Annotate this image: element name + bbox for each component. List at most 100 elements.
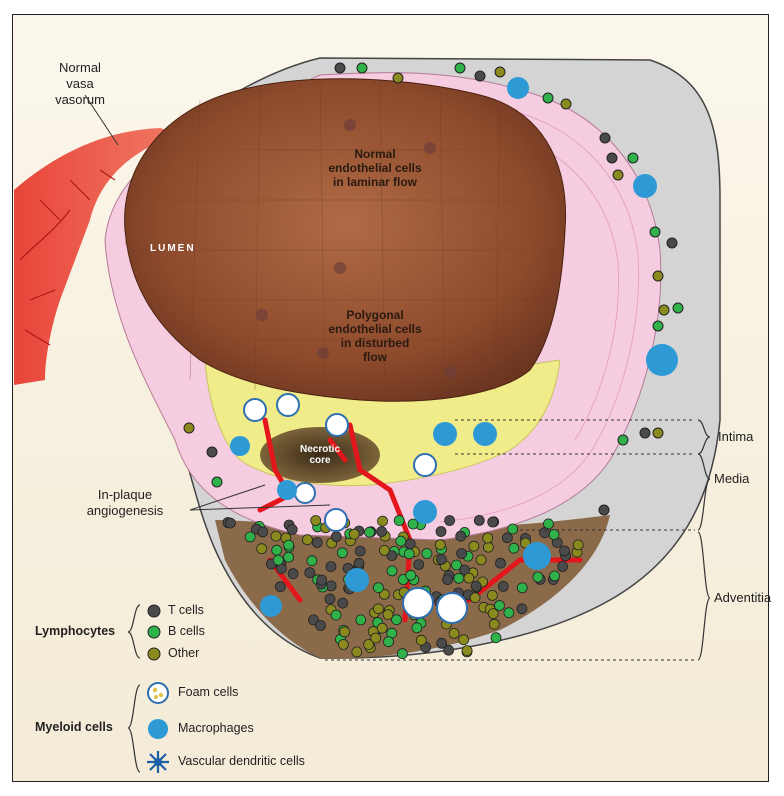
- lymphocyte-dot: [406, 570, 416, 580]
- label-line: Polygonal: [310, 308, 440, 322]
- lymphocyte-dot: [356, 615, 366, 625]
- lymphocyte-dot: [378, 516, 388, 526]
- lymphocyte-dot: [365, 527, 375, 537]
- label-line: Normal: [300, 147, 450, 161]
- lymphocyte-dot: [387, 566, 397, 576]
- lymphocyte-dot: [273, 555, 283, 565]
- lymphocyte-dot: [508, 524, 518, 534]
- lymphocyte-dot: [373, 604, 383, 614]
- lymphocyte-dot: [355, 546, 365, 556]
- lymphocyte-dot: [454, 573, 464, 583]
- lymphocyte-dot: [245, 532, 255, 542]
- in-plaque-angiogenesis-label: In-plaque angiogenesis: [70, 487, 180, 519]
- lymphocyte-dot: [337, 548, 347, 558]
- lymphocyte-dot: [354, 558, 364, 568]
- lymphocyte-dot: [412, 623, 422, 633]
- lymphocyte-dot: [404, 549, 414, 559]
- lymphocyte-dot: [331, 610, 341, 620]
- lymphocyte-dot: [483, 542, 493, 552]
- legend-other: Other: [168, 646, 199, 660]
- lymphocyte-dot: [326, 562, 336, 572]
- lymphocyte-dot: [549, 530, 559, 540]
- lymphocyte-dot: [312, 538, 322, 548]
- label-line: Necrotic: [288, 444, 352, 455]
- lymphocyte-dot: [496, 558, 506, 568]
- label-line: endothelial cells: [300, 161, 450, 175]
- lymphocyte-dot: [397, 649, 407, 659]
- lymphocyte-dot: [384, 637, 394, 647]
- lymphocyte-dot: [272, 545, 282, 555]
- lymphocyte-dot: [396, 536, 406, 546]
- lymphocyte-dot: [509, 543, 519, 553]
- lymphocyte-dot: [377, 623, 387, 633]
- lymphocyte-dot: [474, 515, 484, 525]
- lymphocyte-dot: [437, 638, 447, 648]
- lymphocyte-dot: [504, 608, 514, 618]
- label-line: endothelial cells: [310, 322, 440, 336]
- lymphocyte-dot: [558, 562, 568, 572]
- lymphocyte-dot: [414, 560, 424, 570]
- lymphocyte-dot: [488, 609, 498, 619]
- lymphocyte-dot: [288, 569, 298, 579]
- lymphocyte-dot: [464, 573, 474, 583]
- layer-label-intima: Intima: [718, 429, 753, 445]
- lymphocyte-dot: [469, 541, 479, 551]
- normal-vasa-vasorum-label: Normal vasa vasorum: [40, 60, 120, 108]
- lymphocyte-dot: [349, 529, 359, 539]
- b-cell-icon: [148, 626, 160, 638]
- normal-endothelial-label: Normal endothelial cells in laminar flow: [300, 147, 450, 189]
- macrophage-icon: [148, 719, 168, 739]
- lymphocyte-dot: [377, 527, 387, 537]
- lymphocyte-dot: [416, 635, 426, 645]
- label-line: in disturbed: [310, 336, 440, 350]
- lymphocyte-dot: [533, 572, 543, 582]
- label-line: in laminar flow: [300, 175, 450, 189]
- layer-label-media: Media: [714, 471, 749, 487]
- lymphocyte-dot: [258, 527, 268, 537]
- lymphocyte-dot: [340, 627, 350, 637]
- legend-b-cells: B cells: [168, 624, 205, 638]
- label-line: Normal: [40, 60, 120, 76]
- lymphocyte-dot: [379, 545, 389, 555]
- t-cell-icon: [148, 605, 160, 617]
- legend-lymphocytes-title: Lymphocytes: [35, 624, 115, 638]
- lymphocyte-dot: [476, 555, 486, 565]
- lymphocyte-dot: [305, 568, 315, 578]
- lymphocyte-dot: [517, 583, 527, 593]
- lymphocyte-dot: [302, 535, 312, 545]
- lymphocyte-dot: [470, 593, 480, 603]
- lymphocyte-dot: [316, 621, 326, 631]
- lymphocyte-dot: [325, 594, 335, 604]
- lymphocyte-dot: [338, 640, 348, 650]
- lymphocyte-dot: [540, 528, 550, 538]
- label-line: vasorum: [40, 92, 120, 108]
- lymphocyte-dot: [422, 549, 432, 559]
- lymphocyte-dot: [352, 647, 362, 657]
- lymphocyte-dot: [436, 527, 446, 537]
- legend-macrophages: Macrophages: [178, 721, 254, 735]
- lymphocyte-dot: [502, 533, 512, 543]
- legend-foam-cells: Foam cells: [178, 685, 238, 699]
- label-line: vasa: [40, 76, 120, 92]
- legend-icons: [147, 605, 169, 773]
- lymphocyte-dot: [271, 531, 281, 541]
- lymphocyte-dot: [462, 646, 472, 656]
- lymphocyte-dot: [311, 516, 321, 526]
- lymphocyte-dot: [373, 583, 383, 593]
- lymphocyte-dot: [489, 619, 499, 629]
- lymphocyte-dot: [517, 604, 527, 614]
- lymphocyte-dot: [491, 633, 501, 643]
- lymphocyte-dot: [371, 633, 381, 643]
- lymphocyte-dot: [436, 554, 446, 564]
- lymphocyte-dot: [435, 540, 445, 550]
- lymphocyte-dot: [408, 519, 418, 529]
- lymphocyte-dot: [488, 517, 498, 527]
- necrotic-core-label: Necrotic core: [288, 444, 352, 466]
- lymphocyte-dot: [498, 581, 508, 591]
- lymphocyte-dot: [317, 575, 327, 585]
- lymphocyte-dot: [449, 628, 459, 638]
- lymphocyte-dot: [331, 532, 341, 542]
- label-line: In-plaque: [70, 487, 180, 503]
- other-lymphocyte-icon: [148, 648, 160, 660]
